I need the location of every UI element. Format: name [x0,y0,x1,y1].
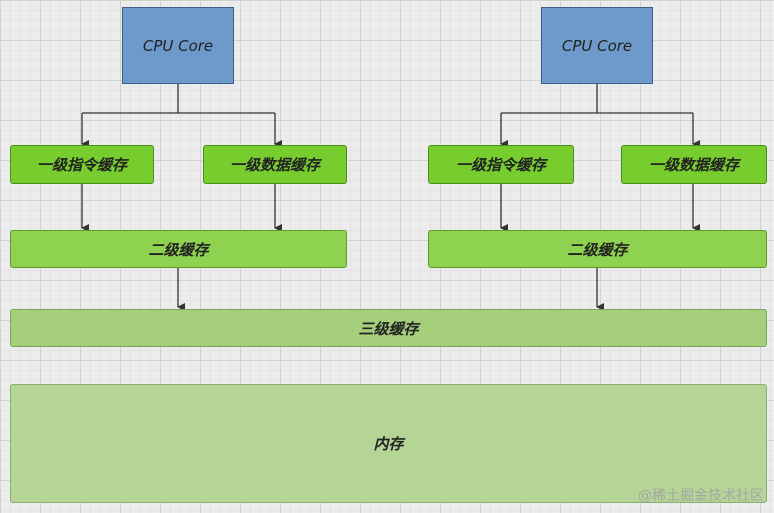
cpu-core-right: CPU Core [541,7,653,84]
main-memory: 内存 [10,384,767,503]
l3-cache: 三级缓存 [10,309,767,347]
l1-instruction-cache-right: 一级指令缓存 [428,145,574,184]
l1-data-cache-right-label: 一级数据缓存 [648,156,739,174]
l3-cache-label: 三级缓存 [358,319,419,338]
cpu-core-right-label: CPU Core [561,36,633,55]
l1-data-cache-left: 一级数据缓存 [203,145,347,184]
l2-cache-right: 二级缓存 [428,230,767,268]
main-memory-label: 内存 [373,435,404,453]
cpu-core-left-label: CPU Core [142,36,214,55]
l1-data-cache-left-label: 一级数据缓存 [229,156,320,174]
l2-cache-left-label: 二级缓存 [148,240,209,259]
watermark: @稀土掘金技术社区 [638,488,764,504]
l2-cache-left: 二级缓存 [10,230,347,268]
l1-instruction-cache-right-label: 一级指令缓存 [455,156,546,174]
cpu-core-left: CPU Core [122,7,234,84]
l1-data-cache-right: 一级数据缓存 [621,145,767,184]
l1-instruction-cache-left-label: 一级指令缓存 [36,156,127,174]
l2-cache-right-label: 二级缓存 [567,240,628,259]
l1-instruction-cache-left: 一级指令缓存 [10,145,154,184]
